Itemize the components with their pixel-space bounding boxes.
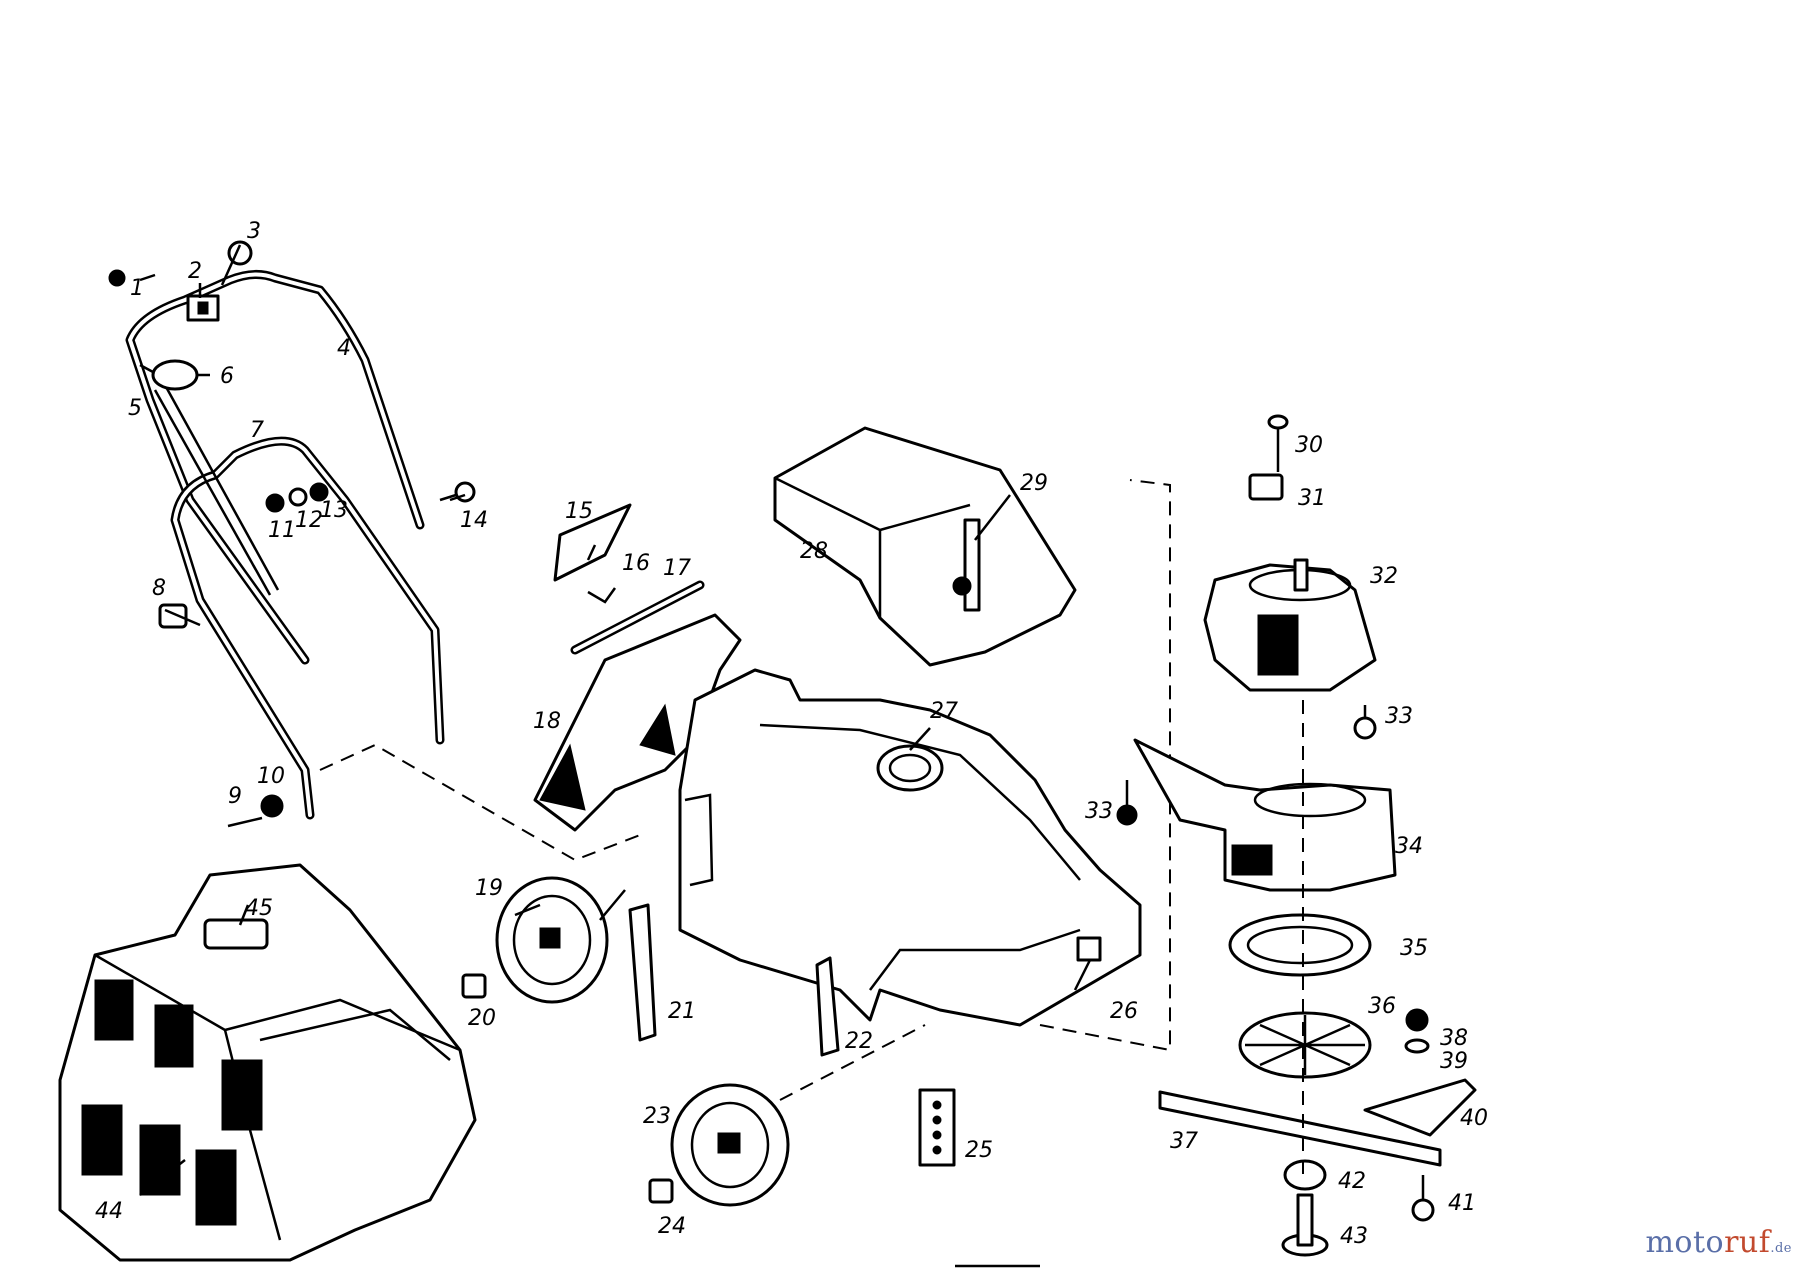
screw-30 [1267,414,1289,472]
screw-1 [108,269,126,287]
callout-24: 24 [658,1214,686,1239]
callout-7: 7 [250,418,264,443]
mower-deck-27 [678,668,1142,1027]
screw-33-left [1116,780,1138,826]
wheel-19 [495,876,609,1004]
callout-38: 38 [1440,1026,1468,1051]
callout-35: 35 [1400,936,1428,961]
brand-watermark: motoruf.de [1645,1225,1792,1260]
callout-18: 18 [533,709,561,734]
callout-25: 25 [965,1138,993,1163]
carry-handle-45 [203,918,269,950]
rod-17 [570,580,705,655]
callout-36: 36 [1368,994,1396,1019]
callout-5: 5 [128,396,142,421]
callout-22: 22 [845,1029,873,1054]
callout-9: 9 [228,784,242,809]
callout-10: 10 [257,764,285,789]
callout-17: 17 [663,556,691,581]
wheel-23 [670,1083,790,1207]
height-bracket-21 [628,903,657,1042]
cable-clip [153,384,280,596]
callout-29: 29 [1020,471,1048,496]
blade-plate-40 [1363,1078,1477,1137]
callout-40: 40 [1460,1106,1488,1131]
callout-6: 6 [220,364,234,389]
callout-11: 11 [268,518,296,543]
hubcap-24 [648,1178,674,1204]
bolt-9-10 [227,794,284,828]
callout-42: 42 [1338,1169,1366,1194]
height-bracket-22 [815,956,840,1057]
callout-1: 1 [130,276,144,301]
motor-32 [1203,558,1377,692]
callout-43: 43 [1340,1224,1368,1249]
callout-34: 34 [1395,834,1423,859]
callout-33-left: 33 [1085,799,1113,824]
washers-11-13 [265,482,329,513]
callout-16: 16 [622,551,650,576]
hubcap-20 [461,973,487,999]
callout-4: 4 [337,336,351,361]
callout-44: 44 [95,1199,123,1224]
callout-labels: 1 2 3 4 5 6 7 8 9 10 11 12 13 14 15 16 1… [95,219,1488,1249]
callout-31: 31 [1298,486,1326,511]
callout-23: 23 [643,1104,671,1129]
callout-20: 20 [468,1006,496,1031]
callout-28: 28 [800,539,828,564]
callout-13: 13 [320,498,348,523]
switch-lever-6 [139,359,199,391]
callout-14: 14 [460,508,488,533]
callout-21: 21 [668,999,696,1024]
callout-8: 8 [152,576,166,601]
flap-15 [553,503,632,582]
clamp-2 [186,294,220,322]
callout-26: 26 [1110,999,1138,1024]
brand-part1: moto [1645,1225,1725,1260]
brand-suffix: .de [1770,1241,1792,1256]
clamp-31 [1248,473,1284,501]
fan-ring-35 [1228,913,1372,977]
leader-wheel-rear [779,1024,926,1101]
callout-39: 39 [1440,1049,1468,1074]
fan-36 [1238,1011,1372,1079]
motor-cover-28 [773,426,1077,667]
blade-holder-42 [1283,1159,1327,1191]
callout-2: 2 [188,259,202,284]
callout-30: 30 [1295,433,1323,458]
screw-33-right [1353,705,1377,740]
leader-lines [139,244,1092,1196]
upper-handle [125,270,425,665]
callout-19: 19 [475,876,503,901]
callout-33-right: 33 [1385,704,1413,729]
brand-part2: ruf [1724,1225,1771,1260]
switch-29 [952,518,981,612]
callout-32: 32 [1370,564,1398,589]
axle-plate-25 [918,1088,956,1167]
callout-37: 37 [1170,1129,1198,1154]
cable-holder-26 [1076,936,1102,962]
callout-15: 15 [565,499,593,524]
grass-catcher-44 [58,863,477,1262]
bolt-41 [1411,1175,1435,1222]
clip-16 [587,587,617,604]
nut-38-washer-39 [1404,1008,1430,1054]
leader-handle-to-deck [319,743,641,862]
bolt-43 [1281,1193,1329,1257]
callout-12: 12 [295,508,323,533]
callout-41: 41 [1448,1191,1476,1216]
callout-3: 3 [247,219,261,244]
blade-37 [1158,1090,1442,1167]
lower-handle [170,436,445,820]
motor-housing-34 [1133,738,1397,892]
callout-27: 27 [930,699,958,724]
callout-45: 45 [245,896,273,921]
